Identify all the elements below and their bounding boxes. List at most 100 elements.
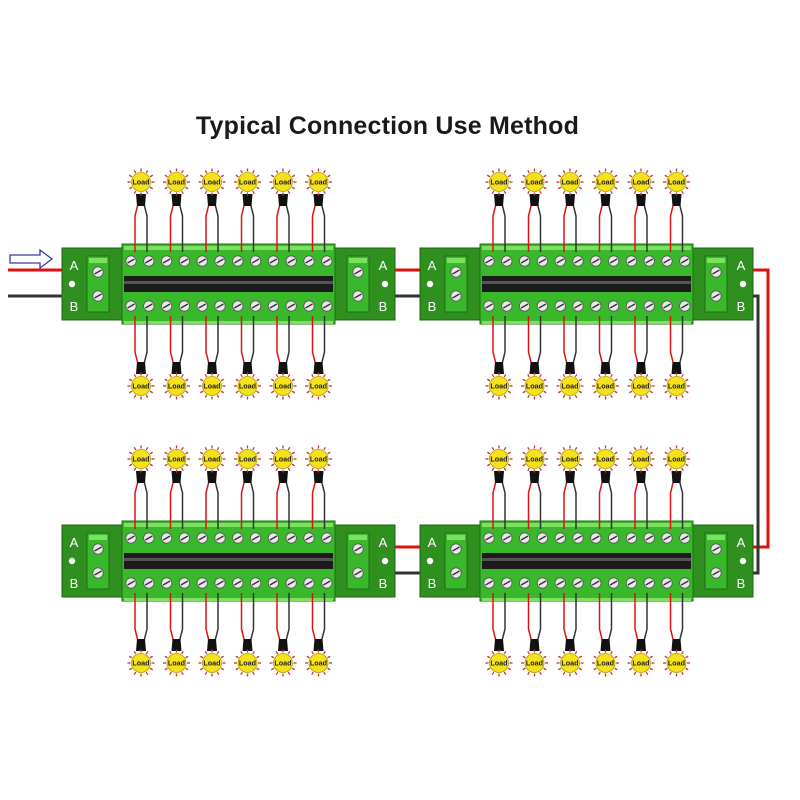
lamp-ray (306, 378, 310, 382)
lamp-ray (275, 467, 279, 472)
screw-slot (162, 303, 171, 309)
screw-slot (180, 303, 189, 309)
load-wire-black (536, 480, 542, 529)
load-lamp: Load (485, 445, 513, 473)
lamp-ray (669, 190, 672, 195)
lamp-ray (664, 463, 668, 467)
lamp-ray (145, 671, 149, 676)
lamp-ray (216, 394, 220, 399)
load-label: Load (274, 382, 291, 391)
side-terminal-right (704, 532, 728, 590)
screw-slot (322, 535, 331, 541)
lamp-ray (633, 190, 637, 195)
lamp-ray (685, 378, 689, 382)
terminal-screw (214, 577, 226, 589)
lamp-ray (270, 390, 275, 394)
lamp-bulb (131, 449, 151, 469)
load-lamp: Load (269, 168, 297, 196)
lamp-bulb (489, 653, 509, 673)
load-lamp: Load (234, 649, 261, 677)
terminal-screw (178, 532, 190, 544)
load-wire-red (563, 203, 568, 252)
lamp-bulb (666, 653, 687, 673)
load-connector (636, 639, 646, 651)
screw-slot (251, 535, 260, 541)
load-label: Load (561, 178, 578, 187)
screw-slot (574, 258, 582, 264)
lamp-ray (145, 446, 149, 451)
screw-slot (627, 303, 636, 309)
load-wire-black (678, 480, 684, 529)
load-column: Load (556, 316, 584, 400)
lamp-ray (598, 446, 601, 451)
terminal-screw (125, 300, 137, 312)
lamp-ray (491, 671, 495, 676)
load-wire-red (563, 316, 568, 365)
lamp-ray (486, 667, 491, 671)
lamp-ray (216, 467, 220, 472)
page-title: Typical Connection Use Method (195, 112, 580, 140)
terminal-a-label-right: A (379, 535, 388, 550)
load-wire-red (492, 203, 497, 252)
terminal-screw (92, 266, 104, 278)
lamp-ray (507, 655, 512, 659)
lamp-ray (628, 186, 633, 190)
load-wire-black (249, 480, 255, 529)
lamp-ray (275, 190, 279, 195)
lamp-ray (220, 667, 225, 671)
screw-slot (305, 580, 313, 586)
lamp-ray (240, 671, 243, 676)
terminal-screw (161, 255, 173, 267)
lamp-ray (562, 467, 566, 472)
lamp-ray (128, 378, 133, 382)
load-lamp: Load (305, 445, 332, 473)
lamp-ray (181, 169, 184, 174)
lamp-ray (491, 190, 495, 195)
terminal-screw (352, 543, 364, 555)
lamp-ray (128, 186, 133, 190)
lamp-ray (270, 655, 275, 659)
lamp-ray (593, 186, 597, 190)
terminal-b-label-right: B (379, 576, 388, 591)
screw-slot (502, 535, 511, 541)
screw-slot (216, 303, 224, 309)
screw-slot (485, 580, 493, 586)
load-lamp: Load (198, 445, 226, 473)
lamp-ray (287, 467, 291, 472)
lamp-ray (557, 174, 562, 178)
load-lamp: Load (521, 649, 548, 677)
lamp-bulb (202, 376, 222, 396)
load-connector (671, 471, 682, 483)
lamp-ray (235, 378, 239, 382)
lamp-ray (164, 378, 168, 382)
lamp-ray (164, 451, 168, 455)
lamp-ray (557, 463, 562, 467)
lamp-ray (149, 667, 154, 671)
load-wire-black (178, 316, 184, 365)
lamp-ray (681, 650, 684, 655)
terminal-screw (92, 290, 104, 302)
terminal-b-label-left: B (70, 299, 79, 314)
side-terminal-highlight (707, 258, 725, 263)
lamp-ray (649, 186, 654, 190)
lamp-ray (323, 671, 326, 676)
lamp-ray (291, 390, 296, 394)
terminal-screw (536, 532, 549, 544)
lamp-ray (235, 186, 239, 190)
terminal-screw (483, 300, 495, 312)
lamp-ray (507, 186, 512, 190)
lamp-bulb (308, 449, 329, 469)
load-wire-black (572, 593, 577, 642)
screw-slot (663, 535, 671, 541)
screw-slot (609, 580, 618, 586)
lamp-ray (128, 451, 133, 455)
terminal-screw (710, 567, 722, 579)
load-wire-black (285, 203, 290, 252)
screw-slot (452, 570, 460, 576)
load-column: Load (269, 168, 297, 252)
lamp-ray (133, 190, 137, 195)
lamp-ray (610, 446, 613, 451)
screw-slot (322, 580, 331, 586)
load-column: Load (521, 445, 548, 529)
lamp-ray (220, 655, 225, 659)
